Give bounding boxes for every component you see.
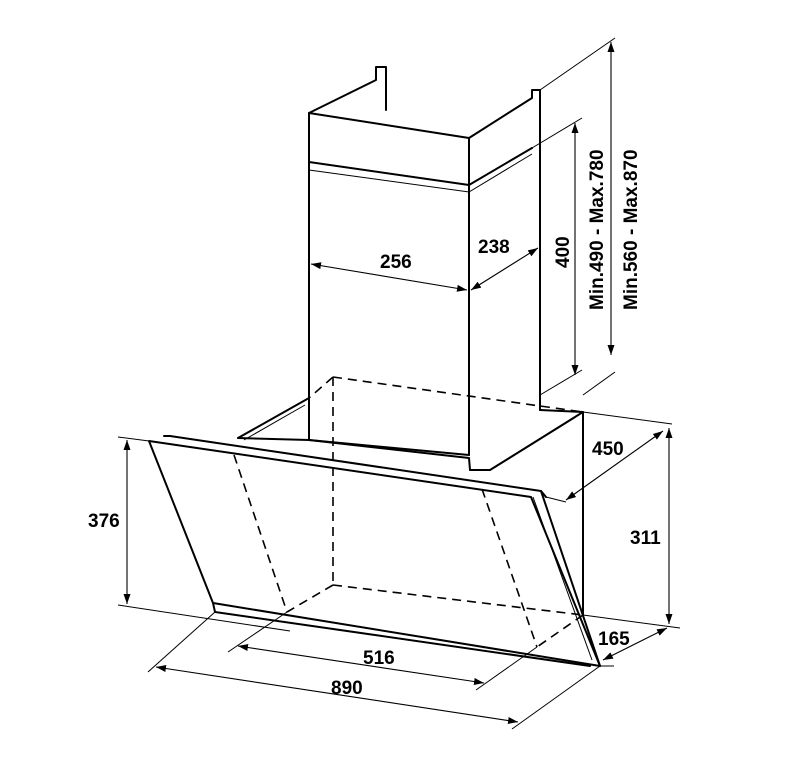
hood-body-top-right <box>489 409 584 471</box>
chimney-top-front <box>308 112 470 191</box>
dim-range-upper-label: Min.560 - Max.870 <box>621 149 642 310</box>
dim-range-ext-top <box>539 37 616 91</box>
hidden-panel-left <box>233 454 288 613</box>
dim-chimney-height-ext-bottom <box>539 369 583 396</box>
hidden-top-box <box>332 376 584 413</box>
dim-panel-height-ext-top <box>117 436 150 442</box>
glass-panel-right-lip <box>540 490 601 667</box>
hidden-bottom-box <box>332 584 584 616</box>
dim-body-height-label: 311 <box>630 528 661 549</box>
dim-range-lower-label: Min.490 - Max.780 <box>587 149 608 310</box>
dim-base-depth-label: 165 <box>598 629 630 650</box>
dim-base-depth: 165 <box>598 627 668 667</box>
dim-depth-total-line <box>565 430 664 501</box>
dim-panel-height: 376 <box>88 436 291 632</box>
dim-total-width: 890 <box>147 611 601 730</box>
dim-chimney-width-label: 256 <box>380 252 412 273</box>
hidden-left-side <box>308 376 334 399</box>
hood-body-top-back <box>237 397 310 439</box>
hood-body-inner-rim-right <box>493 416 577 469</box>
hood-body <box>237 397 584 616</box>
dim-chimney-width: 256 <box>310 252 468 292</box>
dim-chimney-height-label: 400 <box>553 236 574 268</box>
hidden-bottom-left <box>286 584 334 613</box>
chimney-joint-band-lower <box>308 153 533 193</box>
dim-total-width-ext-left <box>147 611 216 673</box>
hood-body-top-left <box>237 437 470 456</box>
dim-chimney-width-line <box>310 262 468 292</box>
dim-chimney-height: 400 <box>531 117 583 396</box>
dim-chimney-depth: 238 <box>470 237 539 291</box>
hidden-bottom-right <box>536 614 584 648</box>
dim-depth-total-ext-top <box>582 411 673 425</box>
dim-total-width-ext-right <box>511 665 601 730</box>
hood-body-top-front <box>308 439 491 471</box>
chimney-upper-cover <box>308 66 387 114</box>
dim-panel-height-label: 376 <box>88 511 120 532</box>
dim-inner-width-label: 516 <box>363 648 395 669</box>
hidden-lines <box>233 376 584 648</box>
dim-base-depth-line <box>602 627 668 661</box>
chimney-back-flap <box>468 89 541 411</box>
dim-panel-height-ext-bottom <box>117 604 291 632</box>
dim-height-ranges: Min.490 - Max.780 Min.560 - Max.870 <box>539 37 642 396</box>
dim-depth-total-ext-bottom <box>545 496 567 503</box>
dim-range-ext-bottom <box>582 371 616 396</box>
chimney <box>308 66 541 456</box>
dim-chimney-depth-label: 238 <box>478 237 510 258</box>
dim-total-width-line <box>155 665 519 724</box>
hood-body-inner-rim <box>243 404 306 441</box>
glass-panel-top-lip <box>163 435 547 498</box>
dim-chimney-depth-line <box>470 247 539 291</box>
dim-body-height-ext-bottom <box>582 614 681 629</box>
dim-body-height: 311 <box>582 428 681 629</box>
dim-inner-width-ext-left <box>227 611 288 653</box>
glass-panel-right-inner <box>532 496 593 661</box>
dim-total-width-label: 890 <box>331 678 363 699</box>
hidden-panel-right <box>481 488 538 648</box>
dim-depth-total: 450 <box>545 411 673 503</box>
chimney-joint-band <box>308 147 533 186</box>
dim-depth-total-label: 450 <box>592 439 624 460</box>
